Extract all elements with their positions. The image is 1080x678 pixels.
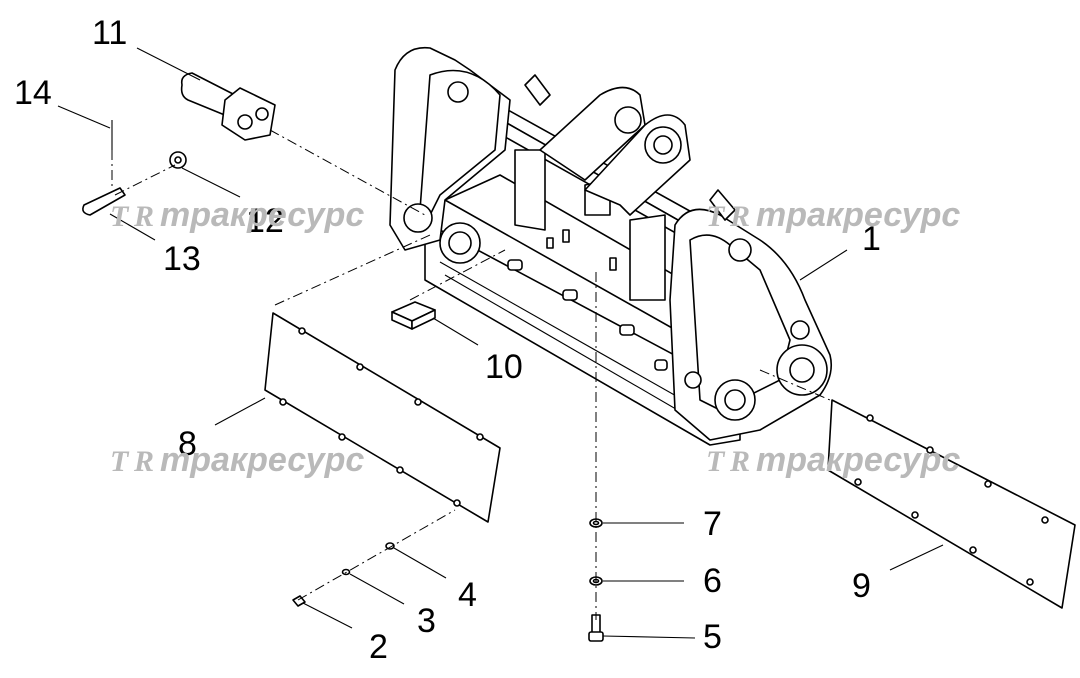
callout-12: 12 — [246, 202, 284, 240]
callout-4: 4 — [458, 576, 477, 614]
watermark-text: тракресурс — [160, 196, 364, 234]
assembly-lines — [111, 129, 831, 620]
callout-9: 9 — [852, 567, 871, 605]
callout-11: 11 — [92, 14, 127, 52]
watermark-text: тракресурс — [160, 441, 364, 479]
callout-6: 6 — [703, 562, 722, 600]
plate-9-holes — [854, 414, 1049, 586]
quick-coupler-frame — [389, 46, 833, 446]
callout-2: 2 — [369, 628, 388, 666]
watermark-top-right: TR тракресурс — [706, 196, 960, 234]
pin-assembly — [82, 72, 276, 216]
left-wear-plate — [264, 312, 501, 523]
watermark-text: тракресурс — [756, 441, 960, 479]
callout-10: 10 — [485, 348, 523, 386]
spacer-block — [391, 301, 436, 330]
watermark-logo: TR — [110, 445, 154, 478]
callout-1: 1 — [862, 220, 881, 258]
callout-3: 3 — [417, 602, 436, 640]
right-wear-plate — [827, 399, 1076, 609]
watermark-logo: TR — [706, 445, 750, 478]
callout-7: 7 — [703, 505, 722, 543]
callout-13: 13 — [163, 240, 201, 278]
watermark-top-left: TR тракресурс — [110, 196, 364, 234]
callout-5: 5 — [703, 618, 722, 656]
callout-14: 14 — [14, 74, 52, 112]
callout-8: 8 — [178, 425, 197, 463]
watermark-text: тракресурс — [756, 196, 960, 234]
callout-labels: 1 2 3 4 5 6 7 8 9 10 11 12 13 14 — [14, 14, 881, 666]
watermark-bottom-left: TR тракресурс — [110, 441, 364, 479]
leader-lines — [57, 47, 944, 639]
watermark-bottom-right: TR тракресурс — [706, 441, 960, 479]
fasteners — [292, 518, 604, 642]
watermark-logo: TR — [110, 200, 154, 233]
plate-8-holes — [279, 327, 484, 507]
